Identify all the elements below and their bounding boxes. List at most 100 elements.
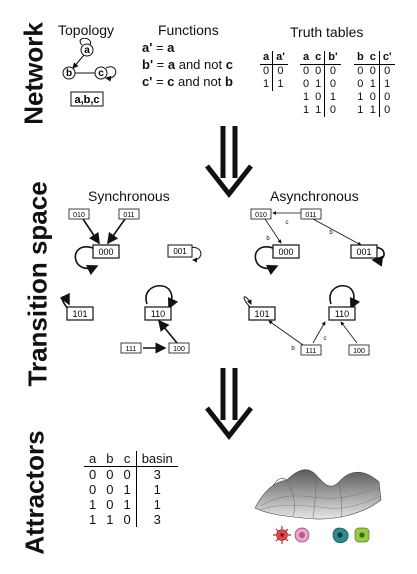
green-cell-icon: [354, 527, 370, 543]
sync-self-110: [145, 285, 179, 310]
teal-cell-icon: [332, 527, 349, 544]
sync-state-011-label: 011: [123, 212, 134, 219]
topology-title: Topology: [58, 22, 115, 38]
async-state-000: [272, 244, 300, 259]
async-self-101: [243, 296, 252, 309]
pink-round-cell-icon: [294, 527, 310, 543]
sync-state-100: [168, 342, 190, 354]
node-b-label: b: [66, 68, 72, 79]
async-edge-111-110: [312, 321, 326, 344]
sync-state-001-label: 001: [173, 247, 187, 256]
asynchronous-title: Asynchronous: [270, 188, 359, 204]
async-edge-label-b2: b: [329, 230, 333, 236]
red-spiky-cell-icon: [273, 526, 291, 544]
functions-title: Functions: [158, 22, 219, 38]
node-a: [80, 43, 94, 57]
epigenetic-landscape: [254, 469, 382, 520]
async-state-100-label: 100: [353, 348, 365, 355]
sync-edge-010-000: [82, 218, 100, 245]
async-state-000-label: 000: [278, 247, 293, 257]
sync-state-110-label: 110: [151, 309, 165, 319]
async-edge-label-c2: c: [324, 336, 327, 342]
edge-c-self: [105, 66, 117, 82]
section-label-transition-space: Transition space: [22, 181, 53, 387]
sync-state-111-label: 111: [126, 346, 137, 353]
async-edge-111-101: [268, 320, 304, 346]
async-edge-011-001: [312, 218, 362, 246]
truth-tables-title: Truth tables: [290, 24, 364, 40]
async-state-110: [328, 306, 356, 321]
sync-state-100-label: 100: [173, 346, 185, 353]
async-state-010: [250, 208, 272, 220]
async-state-001: [350, 244, 378, 259]
sync-state-011: [118, 208, 140, 220]
async-edge-100-110: [340, 321, 358, 344]
node-a-label: a: [84, 45, 90, 56]
sync-self-000: [74, 246, 99, 276]
async-state-001-label: 001: [356, 247, 371, 257]
sync-state-001: [167, 244, 193, 258]
section-label-network: Network: [18, 22, 49, 125]
sync-state-000-label: 000: [98, 247, 113, 257]
sync-edge-011-000: [107, 218, 126, 245]
function-b: b' = a and not c: [142, 57, 233, 72]
async-self-110: [329, 285, 361, 310]
async-state-111: [300, 344, 322, 356]
functions-list: a' = a b' = a and not c c' = c and not b: [142, 39, 272, 90]
state-box-label: a,b,c: [74, 94, 99, 106]
node-c: [94, 66, 108, 80]
async-state-101: [248, 306, 276, 321]
async-state-100: [348, 344, 370, 356]
edge-a-self: [79, 38, 91, 46]
function-a: a' = a: [142, 40, 175, 55]
sync-state-101: [66, 306, 94, 321]
cell-type-icons: [273, 526, 370, 544]
sync-state-111: [120, 342, 142, 354]
sync-state-000: [92, 244, 120, 259]
double-arrow-1: [205, 126, 253, 199]
async-self-000: [254, 246, 279, 276]
sync-state-101-label: 101: [72, 309, 87, 319]
edge-a-b: [72, 54, 85, 69]
async-edge-label-b1: b: [266, 236, 270, 242]
sync-state-010: [68, 208, 90, 220]
sync-state-010-label: 010: [73, 212, 85, 219]
double-arrow-2: [205, 368, 253, 441]
topology-diagram: a b c a,b,c: [62, 38, 117, 107]
sync-state-110: [144, 306, 172, 321]
sync-edge-100-110: [157, 319, 178, 344]
synchronous-title: Synchronous: [88, 188, 170, 204]
node-b: [62, 66, 76, 80]
async-state-101-label: 101: [254, 309, 269, 319]
async-edge-010-000: [264, 218, 282, 244]
async-edge-label-c: c: [286, 220, 289, 226]
async-state-111-label: 111: [306, 348, 317, 355]
async-state-110-label: 110: [335, 309, 349, 319]
section-label-attractors: Attractors: [19, 430, 50, 555]
function-c: c' = c and not b: [142, 74, 233, 89]
node-c-label: c: [98, 68, 104, 79]
async-edge-label-b3: b: [291, 346, 295, 352]
async-state-011: [300, 208, 322, 220]
transition-graphs: 010 011 000 001 101 110 111 100 c b b b …: [59, 208, 385, 356]
state-box: [70, 91, 104, 107]
async-state-011-label: 011: [305, 212, 316, 219]
async-state-010-label: 010: [255, 212, 267, 219]
